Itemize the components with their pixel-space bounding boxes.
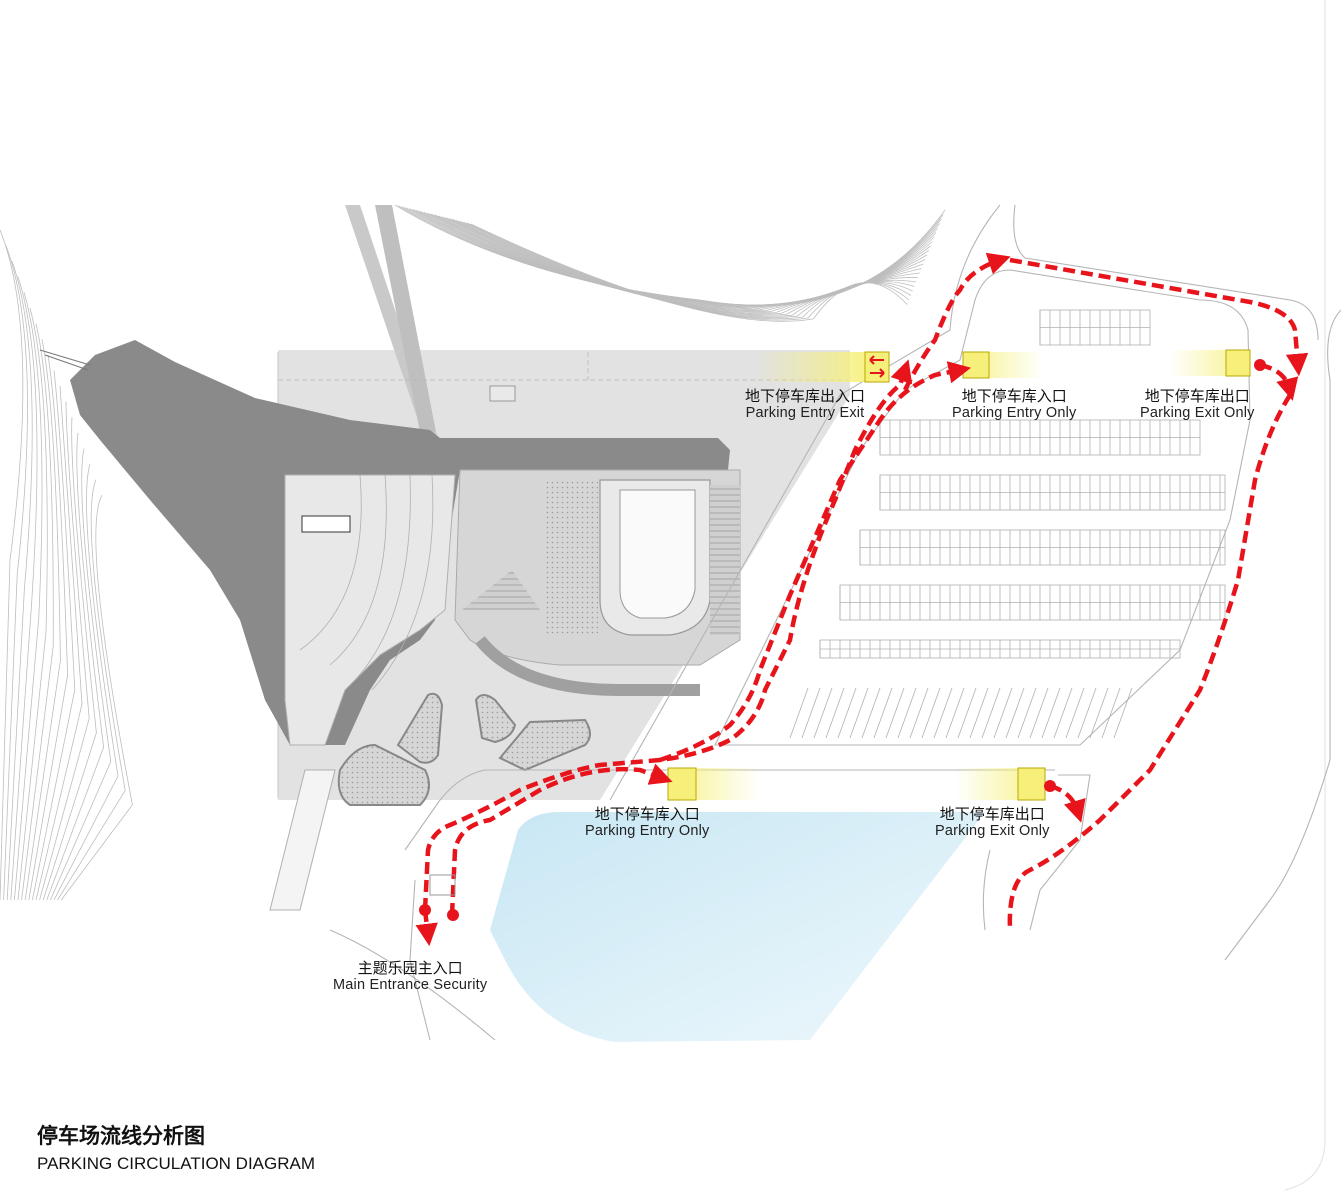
diagram-title-block: 停车场流线分析图 PARKING CIRCULATION DIAGRAM bbox=[37, 1120, 315, 1174]
label-cn: 地下停车库入口 bbox=[961, 387, 1067, 405]
label-entry-only-north: 地下停车库入口 Parking Entry Only bbox=[952, 387, 1077, 422]
diagram-title-cn: 停车场流线分析图 bbox=[37, 1124, 205, 1148]
pavilion-3 bbox=[474, 694, 517, 744]
label-en: Parking Entry Only bbox=[585, 823, 710, 840]
label-en: Parking Exit Only bbox=[935, 823, 1050, 840]
road-lines bbox=[329, 204, 1341, 1041]
label-entry-only-south: 地下停车库入口 Parking Entry Only bbox=[585, 805, 710, 840]
label-en: Parking Exit Only bbox=[1140, 405, 1255, 422]
vehicle-circulation-routes bbox=[415, 252, 1309, 947]
label-cn: 主题乐园主入口 bbox=[357, 959, 463, 977]
pavilion-2 bbox=[396, 692, 444, 764]
label-en: Parking Entry Exit bbox=[745, 405, 865, 422]
pavilion-1 bbox=[337, 743, 430, 806]
building-roof bbox=[284, 474, 456, 746]
page-frame bbox=[1284, 0, 1326, 1191]
label-en: Main Entrance Security bbox=[333, 977, 488, 994]
label-cn: 地下停车库出口 bbox=[1144, 387, 1250, 405]
label-cn: 地下停车库入口 bbox=[594, 805, 700, 823]
lake bbox=[490, 812, 985, 1042]
route-origin-dots bbox=[419, 359, 1266, 921]
diagram-title-en: PARKING CIRCULATION DIAGRAM bbox=[37, 1154, 316, 1173]
highlight-entry-exit-north bbox=[755, 352, 865, 382]
parking-stalls bbox=[789, 309, 1226, 739]
label-exit-only-south: 地下停车库出口 Parking Exit Only bbox=[935, 805, 1050, 840]
label-cn: 地下停车库出口 bbox=[939, 805, 1045, 823]
label-en: Parking Entry Only bbox=[952, 405, 1077, 422]
terrain-contours bbox=[0, 204, 946, 901]
label-entry-exit-north: 地下停车库出入口 Parking Entry Exit bbox=[745, 387, 866, 422]
label-main-entrance: 主题乐园主入口 Main Entrance Security bbox=[333, 959, 488, 994]
label-exit-only-north: 地下停车库出口 Parking Exit Only bbox=[1140, 387, 1255, 422]
label-cn: 地下停车库出入口 bbox=[745, 387, 866, 405]
pavilion-4 bbox=[498, 718, 591, 772]
